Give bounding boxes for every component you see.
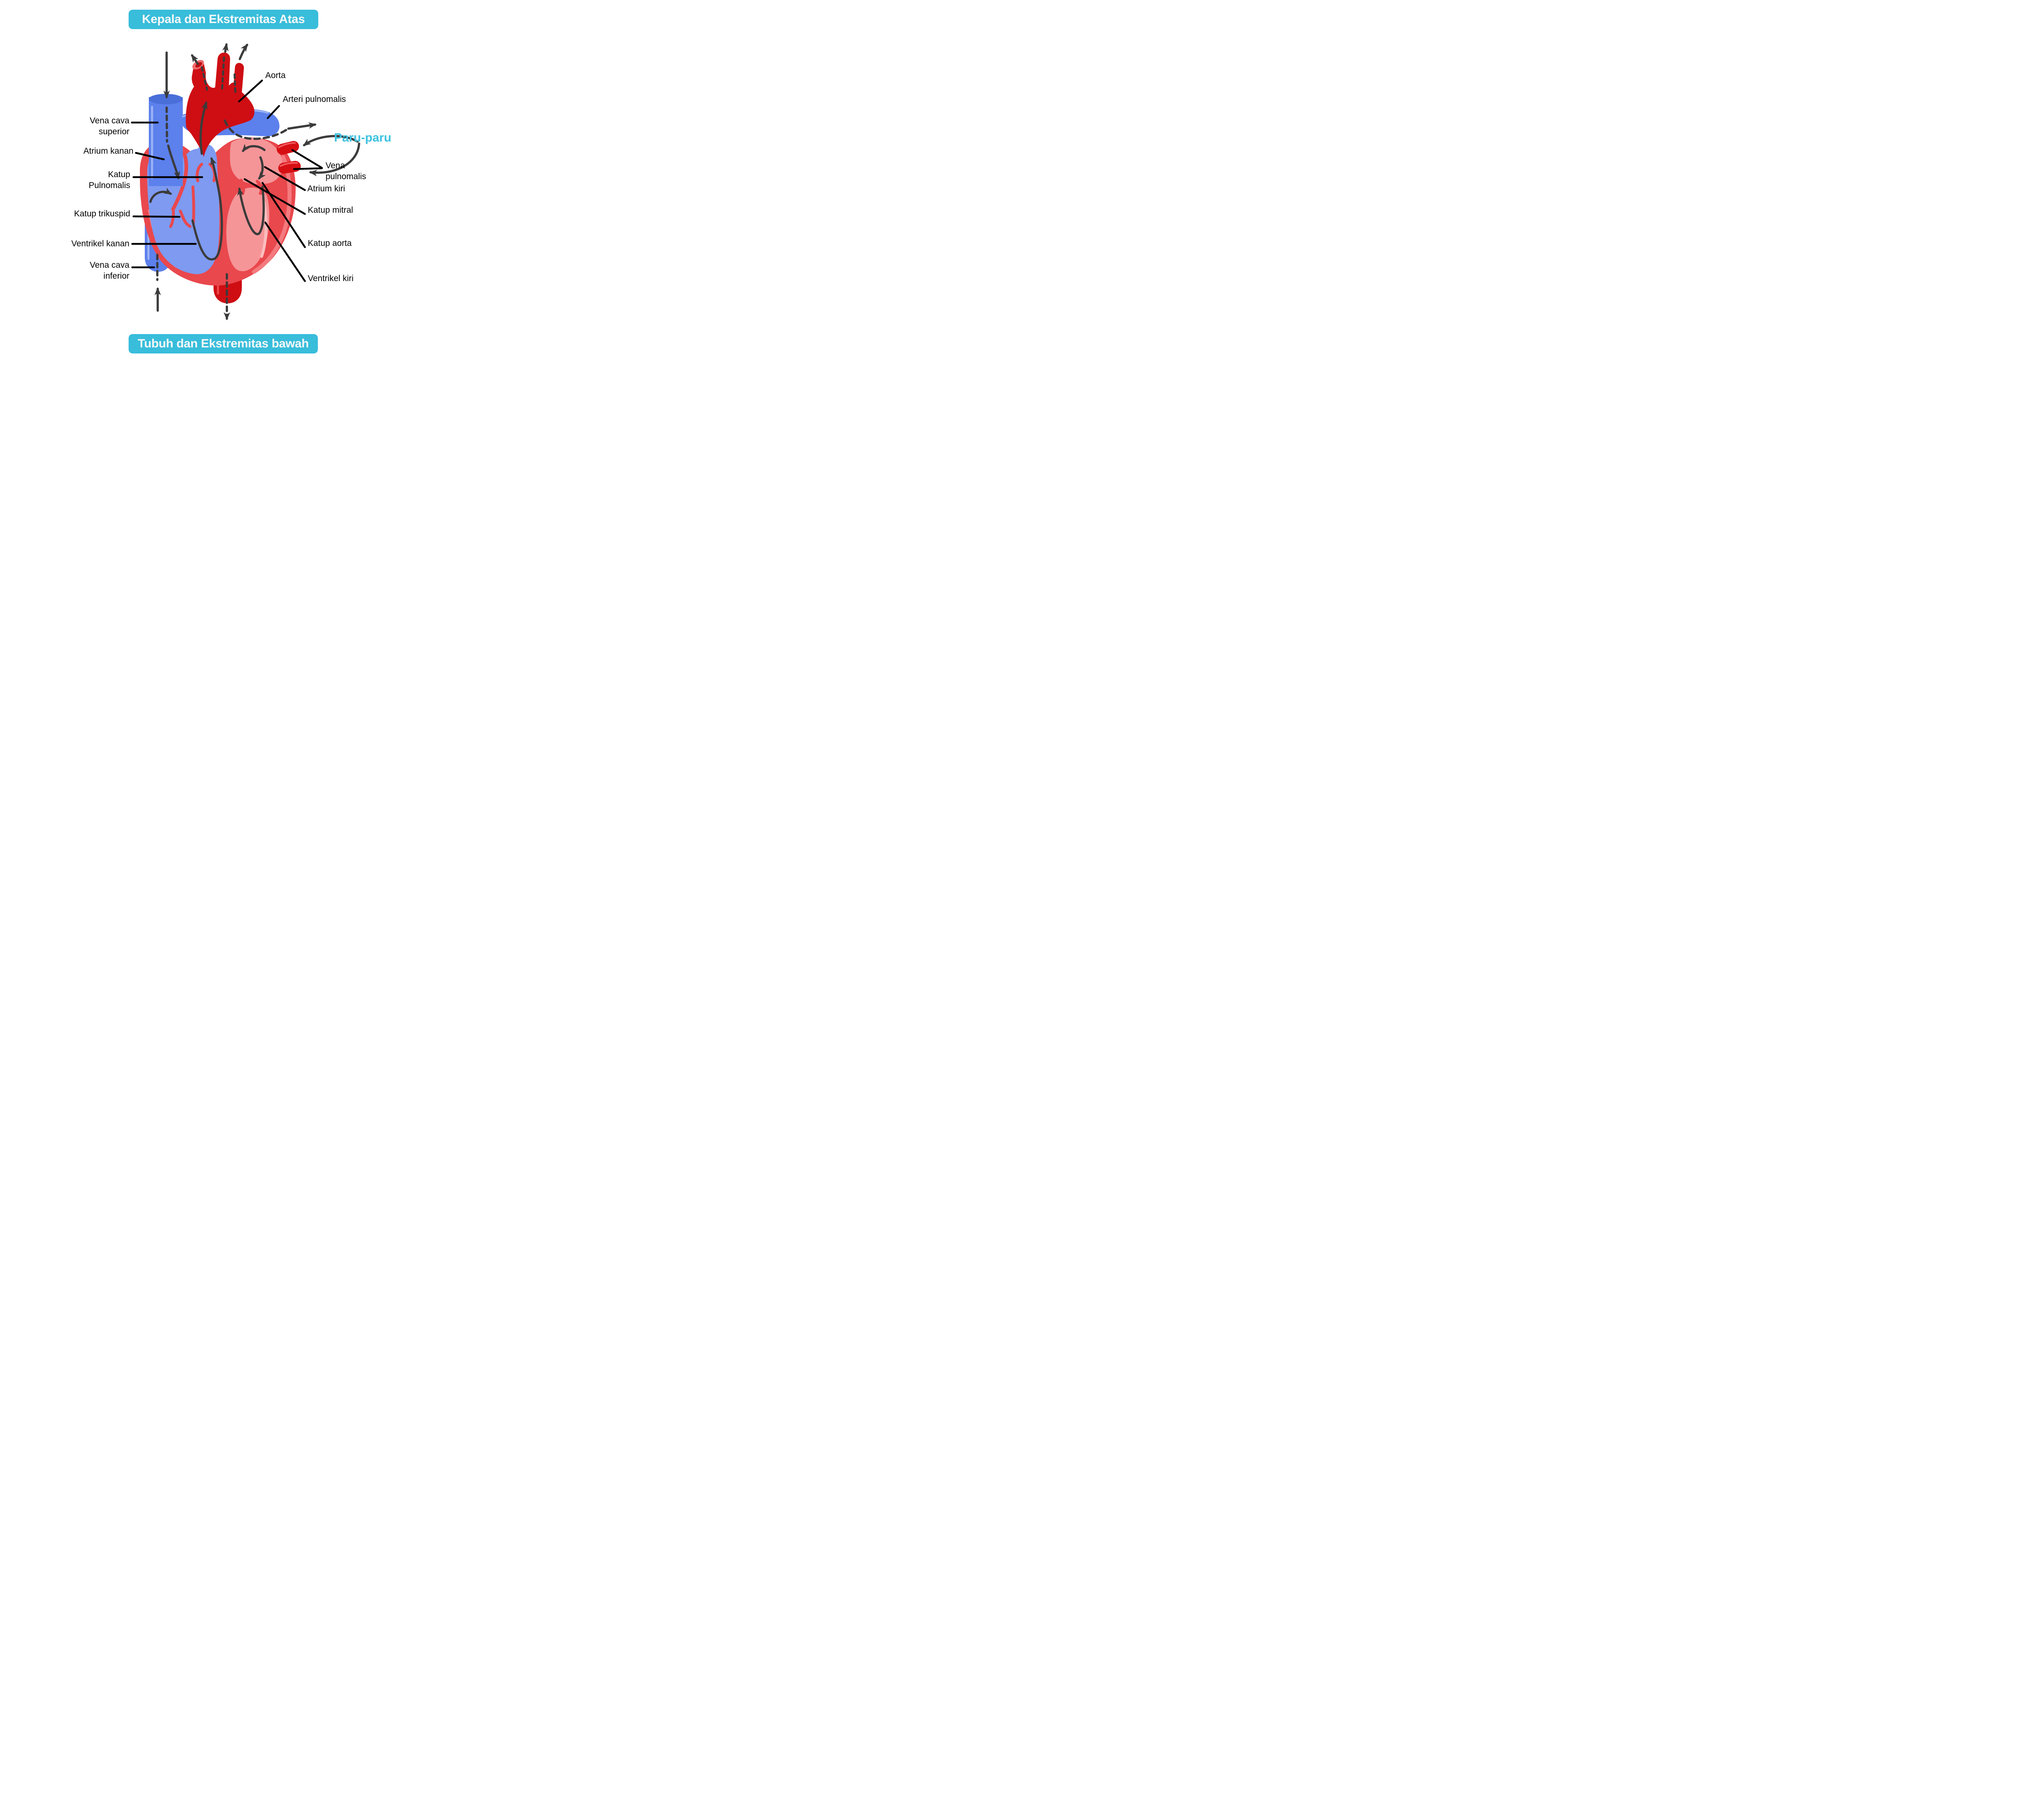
leader-ventrikel-kiri [264,221,306,282]
leader-vena-pulnomalis-lower [293,167,323,170]
blood-flow-arrows [149,43,360,320]
label-katup-aorta: Katup aorta [308,238,352,249]
flow-arrow-ventrikel-kiri-long [237,186,265,235]
flow-arrow-ventrikel-kanan-long [191,157,223,261]
label-leader-lines [131,79,323,282]
label-line: Arteri pulnomalis [283,95,346,104]
leader-aorta [238,79,263,103]
flow-arrow-atrium-kanan [167,144,180,180]
label-line: Atrium kanan [83,146,133,156]
label-line: Katup aorta [308,239,352,248]
label-aorta: Aorta [265,70,286,81]
label-ventrikel-kanan: Ventrikel kanan [71,238,129,249]
leader-vena-pulnomalis-upper [291,149,323,169]
flow-arrow-from-paru-upper [302,135,359,146]
label-line: Katup mitral [308,205,353,215]
flow-arrow-to-paru-paru [287,122,317,130]
flow-dashes-aorta-branch-2 [221,56,225,92]
banner-top-text: Kepala dan Ekstremitas Atas [142,13,305,26]
label-line: Pulnomalis [89,181,130,190]
label-line: pulnomalis [326,172,366,181]
label-vena-cava-inferior: Vena cava inferior [90,260,129,281]
leader-katup-trikuspid [132,215,181,218]
label-paru-paru: Paru-paru [334,131,391,145]
label-line: Vena cava [89,260,129,270]
label-katup-pulnomalis: Katup Pulnomalis [89,169,130,191]
leader-arteri-pulnomalis [266,105,280,119]
label-line: inferior [103,271,129,281]
label-ventrikel-kiri: Ventrikel kiri [308,273,353,284]
leader-atrium-kiri [264,166,306,191]
flow-arrow-aorta-branch-2 [222,43,229,53]
flow-arrow-aorta-branch-1 [191,54,199,65]
leader-katup-aorta [261,182,306,248]
flow-dashes-aorta-branch-1 [201,66,208,91]
label-line: Paru-paru [334,131,391,144]
label-line: Aorta [265,71,286,80]
label-line: Katup trikuspid [74,209,130,218]
flow-arrow-ventrikel-kanan-small [149,188,172,203]
label-atrium-kanan: Atrium kanan [83,146,133,157]
label-vena-pulnomalis: Vena pulnomalis [326,160,366,182]
label-arteri-pulnomalis: Arteri pulnomalis [283,94,346,105]
ventrikel-kiri-chamber [226,187,269,271]
flow-dashes-arteri-pulnomalis [224,119,289,140]
flow-arrow-ascending-aorta [199,101,207,155]
label-line: Ventrikel kanan [71,239,129,248]
heart-diagram-page: Kepala dan Ekstremitas Atas Tubuh dan Ek… [0,0,455,364]
flow-arrow-atrium-kiri-down [258,156,266,180]
label-atrium-kiri: Atrium kiri [307,183,345,194]
leader-katup-mitral [243,178,306,215]
label-katup-mitral: Katup mitral [308,205,353,216]
banner-tubuh-ekstremitas-bawah: Tubuh dan Ekstremitas bawah [129,334,318,353]
label-line: Atrium kiri [307,184,345,193]
banner-kepala-ekstremitas-atas: Kepala dan Ekstremitas Atas [129,10,318,29]
label-line: Vena cava [89,116,129,125]
banner-bottom-text: Tubuh dan Ekstremitas bawah [137,337,309,350]
label-vena-cava-superior: Vena cava superior [90,115,129,137]
katup-trikuspid-valve [169,151,195,228]
label-line: Katup [108,170,130,179]
label-line: Vena [326,161,345,170]
flow-arrow-atrium-kiri-s [242,144,266,152]
label-katup-trikuspid: Katup trikuspid [74,208,130,219]
flow-arrow-from-paru-lower [309,142,360,176]
label-line: superior [99,127,129,136]
flow-arrow-aorta-branch-3 [239,43,248,60]
label-line: Ventrikel kiri [308,274,354,283]
heart-illustration [131,43,360,320]
leader-atrium-kanan [135,152,165,161]
